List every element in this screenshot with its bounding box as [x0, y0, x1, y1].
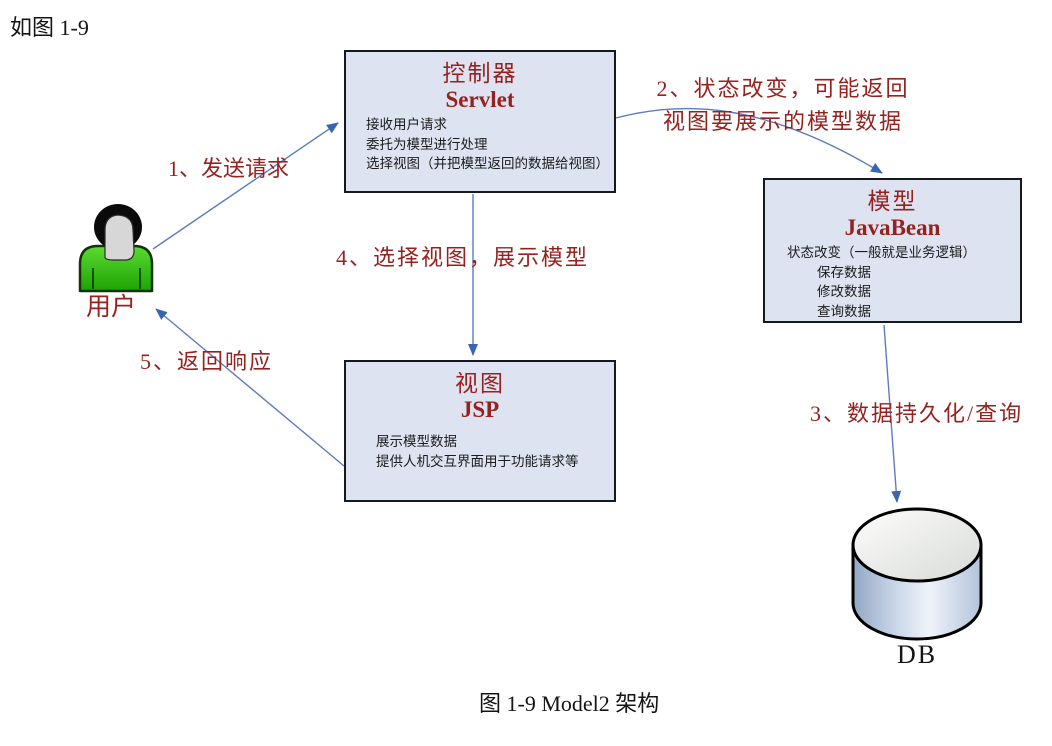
database-icon	[851, 507, 983, 641]
edge-state-change-label-line2: 视图要展示的模型数据	[662, 109, 903, 134]
controller-subtitle: Servlet	[445, 87, 515, 112]
intro-text: 如图 1-9	[10, 15, 89, 40]
model-line: 状态改变（一般就是业务逻辑）	[787, 245, 976, 260]
controller-description: 接收用户请求 委托为模型进行处理 选择视图（并把模型返回的数据给视图）	[346, 115, 614, 174]
controller-line: 选择视图（并把模型返回的数据给视图）	[366, 156, 609, 171]
model-node: 模型 JavaBean 状态改变（一般就是业务逻辑） 保存数据 修改数据 查询数…	[763, 178, 1022, 323]
model-description: 状态改变（一般就是业务逻辑） 保存数据 修改数据 查询数据	[765, 243, 1020, 321]
user-label: 用户	[86, 294, 137, 321]
model-title: 模型	[867, 189, 918, 214]
controller-node: 控制器 Servlet 接收用户请求 委托为模型进行处理 选择视图（并把模型返回…	[344, 50, 616, 193]
view-description: 展示模型数据 提供人机交互界面用于功能请求等	[346, 432, 614, 471]
model-line: 保存数据	[817, 264, 871, 280]
edge-state-change-line	[615, 107, 883, 174]
user-icon	[78, 204, 154, 293]
edge-response-label: 5、返回响应	[140, 349, 274, 374]
edge-send-request-label: 1、发送请求	[168, 156, 290, 181]
view-node: 视图 JSP 展示模型数据 提供人机交互界面用于功能请求等	[344, 360, 616, 502]
edge-response-line	[155, 308, 345, 467]
controller-line: 接收用户请求	[366, 117, 447, 132]
figure-caption: 图 1-9 Model2 架构	[479, 691, 660, 716]
controller-line: 委托为模型进行处理	[366, 136, 488, 152]
edge-send-request-line	[152, 122, 339, 250]
controller-title: 控制器	[442, 61, 518, 86]
model-line: 修改数据	[817, 284, 871, 299]
view-line: 展示模型数据	[376, 434, 457, 449]
edge-select-view-label: 4、选择视图，展示模型	[336, 245, 590, 270]
edge-state-change-label-line1: 2、状态改变，可能返回	[656, 76, 910, 101]
edge-persist-line	[883, 324, 902, 503]
database-label: DB	[897, 640, 938, 669]
view-subtitle: JSP	[460, 397, 500, 422]
model-subtitle: JavaBean	[844, 215, 941, 240]
view-title: 视图	[455, 371, 505, 396]
model-line: 查询数据	[817, 303, 871, 319]
edge-persist-label: 3、数据持久化/查询	[810, 401, 1024, 426]
edge-state-change-label: 2、状态改变，可能返回 视图要展示的模型数据	[616, 72, 950, 138]
view-line: 提供人机交互界面用于功能请求等	[376, 453, 579, 469]
